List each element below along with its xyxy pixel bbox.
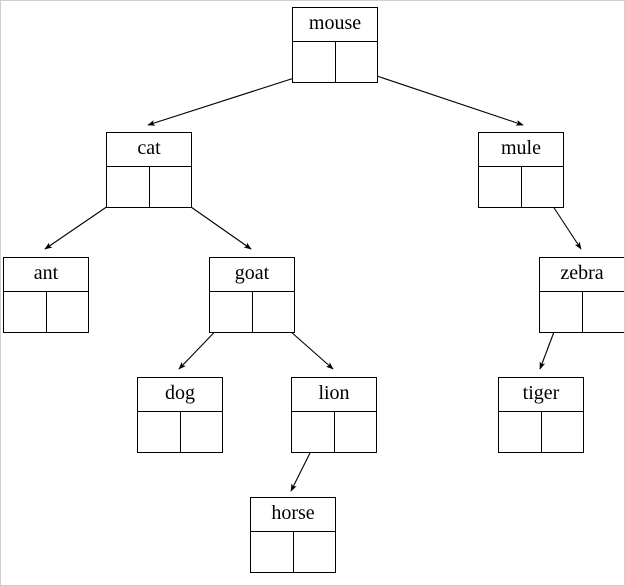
right-pointer-cell xyxy=(252,291,294,332)
tree-node-label: mule xyxy=(501,137,541,160)
tree-node-mouse: mouse xyxy=(292,7,378,83)
right-pointer-cell xyxy=(521,166,563,207)
tree-node-mule: mule xyxy=(478,132,564,208)
tree-node-label: cat xyxy=(137,137,161,160)
left-pointer-cell xyxy=(540,292,582,332)
tree-node-label: lion xyxy=(318,382,350,405)
tree-node-goat: goat xyxy=(209,257,295,333)
tree-node-lion: lion xyxy=(291,377,377,453)
tree-node-pointer-row xyxy=(479,165,563,207)
tree-node-label: dog xyxy=(165,382,195,405)
right-pointer-cell xyxy=(149,166,191,207)
tree-edge-mouse-to-mule xyxy=(355,68,524,126)
left-pointer-cell xyxy=(499,412,541,452)
left-pointer-cell xyxy=(210,292,252,332)
tree-node-ant: ant xyxy=(3,257,89,333)
tree-node-pointer-row xyxy=(292,410,376,452)
tree-node-pointer-row xyxy=(251,530,335,572)
tree-node-cat: cat xyxy=(106,132,192,208)
tree-node-tiger: tiger xyxy=(498,377,584,453)
tree-node-label: zebra xyxy=(560,262,604,285)
right-pointer-cell xyxy=(180,411,222,452)
right-pointer-cell xyxy=(541,411,583,452)
left-pointer-cell xyxy=(293,42,335,82)
left-pointer-cell xyxy=(138,412,180,452)
left-pointer-cell xyxy=(292,412,334,452)
left-pointer-cell xyxy=(479,167,521,207)
tree-node-horse: horse xyxy=(250,497,336,573)
right-pointer-cell xyxy=(293,531,335,572)
right-pointer-cell xyxy=(334,411,376,452)
right-pointer-cell xyxy=(46,291,88,332)
tree-node-label: goat xyxy=(234,262,270,285)
tree-node-zebra: zebra xyxy=(539,257,624,333)
tree-node-pointer-row xyxy=(540,290,624,332)
tree-edge-mouse-to-cat xyxy=(147,71,314,126)
right-pointer-cell xyxy=(582,291,624,332)
left-pointer-cell xyxy=(107,167,149,207)
tree-node-label: horse xyxy=(271,502,315,525)
tree-node-pointer-row xyxy=(138,410,222,452)
tree-node-pointer-row xyxy=(210,290,294,332)
tree-node-pointer-row xyxy=(499,410,583,452)
right-pointer-cell xyxy=(335,41,377,82)
tree-node-pointer-row xyxy=(107,165,191,207)
tree-node-pointer-row xyxy=(4,290,88,332)
tree-node-label: ant xyxy=(33,262,59,285)
tree-node-pointer-row xyxy=(293,40,377,82)
left-pointer-cell xyxy=(251,532,293,572)
left-pointer-cell xyxy=(4,292,46,332)
tree-node-dog: dog xyxy=(137,377,223,453)
tree-node-label: mouse xyxy=(308,12,362,35)
tree-node-label: tiger xyxy=(522,382,560,405)
